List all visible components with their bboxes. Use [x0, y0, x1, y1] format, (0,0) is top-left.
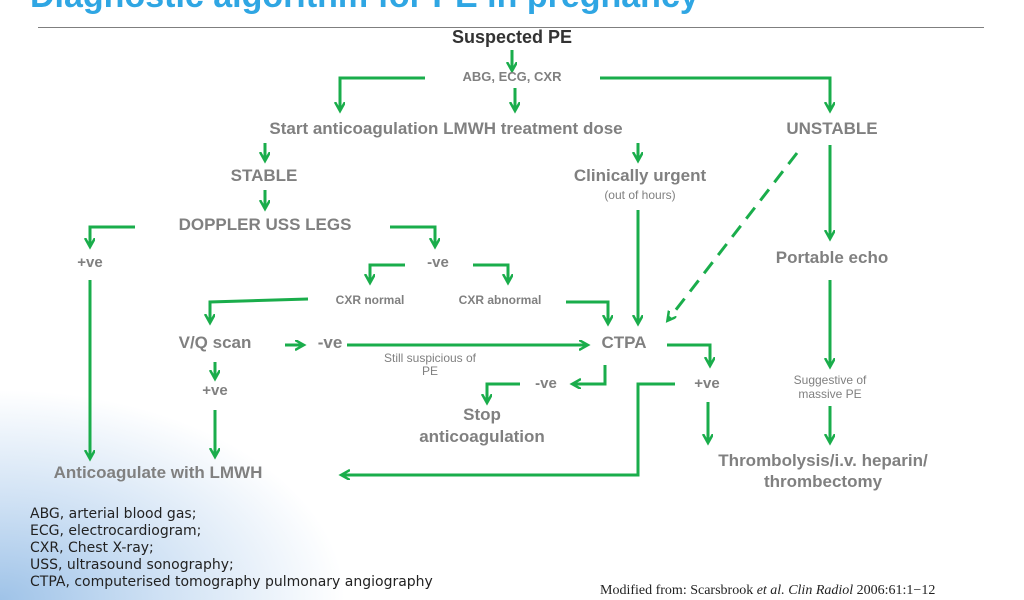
arrow-tests-to-left	[340, 76, 425, 110]
node-doppler-negative: -ve	[427, 254, 449, 271]
node-vq-positive: +ve	[202, 382, 228, 399]
node-suggestive-line2: massive PE	[798, 387, 862, 401]
arrow-cxr-normal-to-vq	[210, 297, 309, 322]
node-vq-scan: V/Q scan	[178, 333, 252, 352]
arrow-tests-to-unstable	[600, 76, 830, 110]
node-stop-line1: Stop	[463, 405, 501, 424]
node-doppler-uss-legs: DOPPLER USS LEGS	[178, 215, 352, 234]
arrow-negative-to-cxr-abnormal	[473, 263, 508, 282]
node-stable: STABLE	[230, 166, 298, 185]
node-cxr-normal: CXR normal	[335, 293, 405, 307]
node-cxr-abnormal: CXR abnormal	[458, 293, 542, 307]
arrow-doppler-to-negative	[390, 225, 435, 246]
citation: Modified from: Scarsbrook et al. Clin Ra…	[600, 583, 935, 599]
arrow-loop-to-anticoagulate	[342, 382, 675, 475]
arrow-unstable-dashed-to-ctpa	[668, 152, 799, 320]
node-thrombolysis-line1: Thrombolysis/i.v. heparin/	[718, 451, 928, 470]
node-ctpa-negative: -ve	[535, 375, 557, 392]
node-initial-tests: ABG, ECG, CXR	[462, 69, 562, 84]
title-divider	[38, 27, 984, 28]
abbreviation-cxr: CXR, Chest X-ray;	[30, 540, 154, 556]
citation-suffix: 2006:61:1−12	[853, 583, 936, 598]
citation-prefix: Modified from: Scarsbrook	[600, 583, 757, 598]
node-still-suspicious-line2: PE	[421, 364, 439, 378]
arrow-ctpa-to-positive	[667, 343, 710, 365]
abbreviations-list: ABG, arterial blood gas; ECG, electrocar…	[30, 506, 433, 591]
node-ctpa: CTPA	[601, 333, 647, 352]
arrow-doppler-to-positive	[90, 225, 135, 246]
arrow-cxr-abnormal-to-ctpa	[566, 300, 608, 323]
abbreviation-uss: USS, ultrasound sonography;	[30, 557, 234, 573]
abbreviation-ctpa: CTPA, computerised tomography pulmonary …	[30, 574, 433, 590]
node-thrombolysis-line2: thrombectomy	[763, 472, 883, 491]
node-clinically-urgent: Clinically urgent	[573, 166, 707, 185]
arrow-negative-to-stop	[487, 382, 520, 402]
node-suggestive-line1: Suggestive of	[793, 373, 867, 387]
node-anticoagulate-lmwh: Anticoagulate with LMWH	[53, 463, 263, 482]
arrow-negative-to-cxr-normal	[370, 263, 405, 282]
node-stop-line2: anticoagulation	[419, 427, 545, 446]
node-doppler-positive: +ve	[77, 254, 103, 271]
node-vq-negative: -ve	[317, 333, 343, 352]
slide-title: Diagnostic algorithm for PE in pregnancy	[30, 0, 699, 14]
node-portable-echo: Portable echo	[775, 248, 889, 267]
abbreviation-abg: ABG, arterial blood gas;	[30, 506, 197, 522]
node-start-anticoagulation: Start anticoagulation LMWH treatment dos…	[269, 119, 623, 138]
node-out-of-hours: (out of hours)	[604, 188, 676, 202]
node-unstable: UNSTABLE	[786, 119, 878, 138]
citation-italic: et al. Clin Radiol	[756, 583, 854, 598]
node-still-suspicious-line1: Still suspicious of	[383, 351, 477, 365]
arrow-ctpa-to-negative	[573, 365, 607, 384]
node-suspected-pe: Suspected PE	[451, 27, 573, 47]
abbreviation-ecg: ECG, electrocardiogram;	[30, 523, 202, 539]
node-ctpa-positive: +ve	[694, 375, 720, 392]
